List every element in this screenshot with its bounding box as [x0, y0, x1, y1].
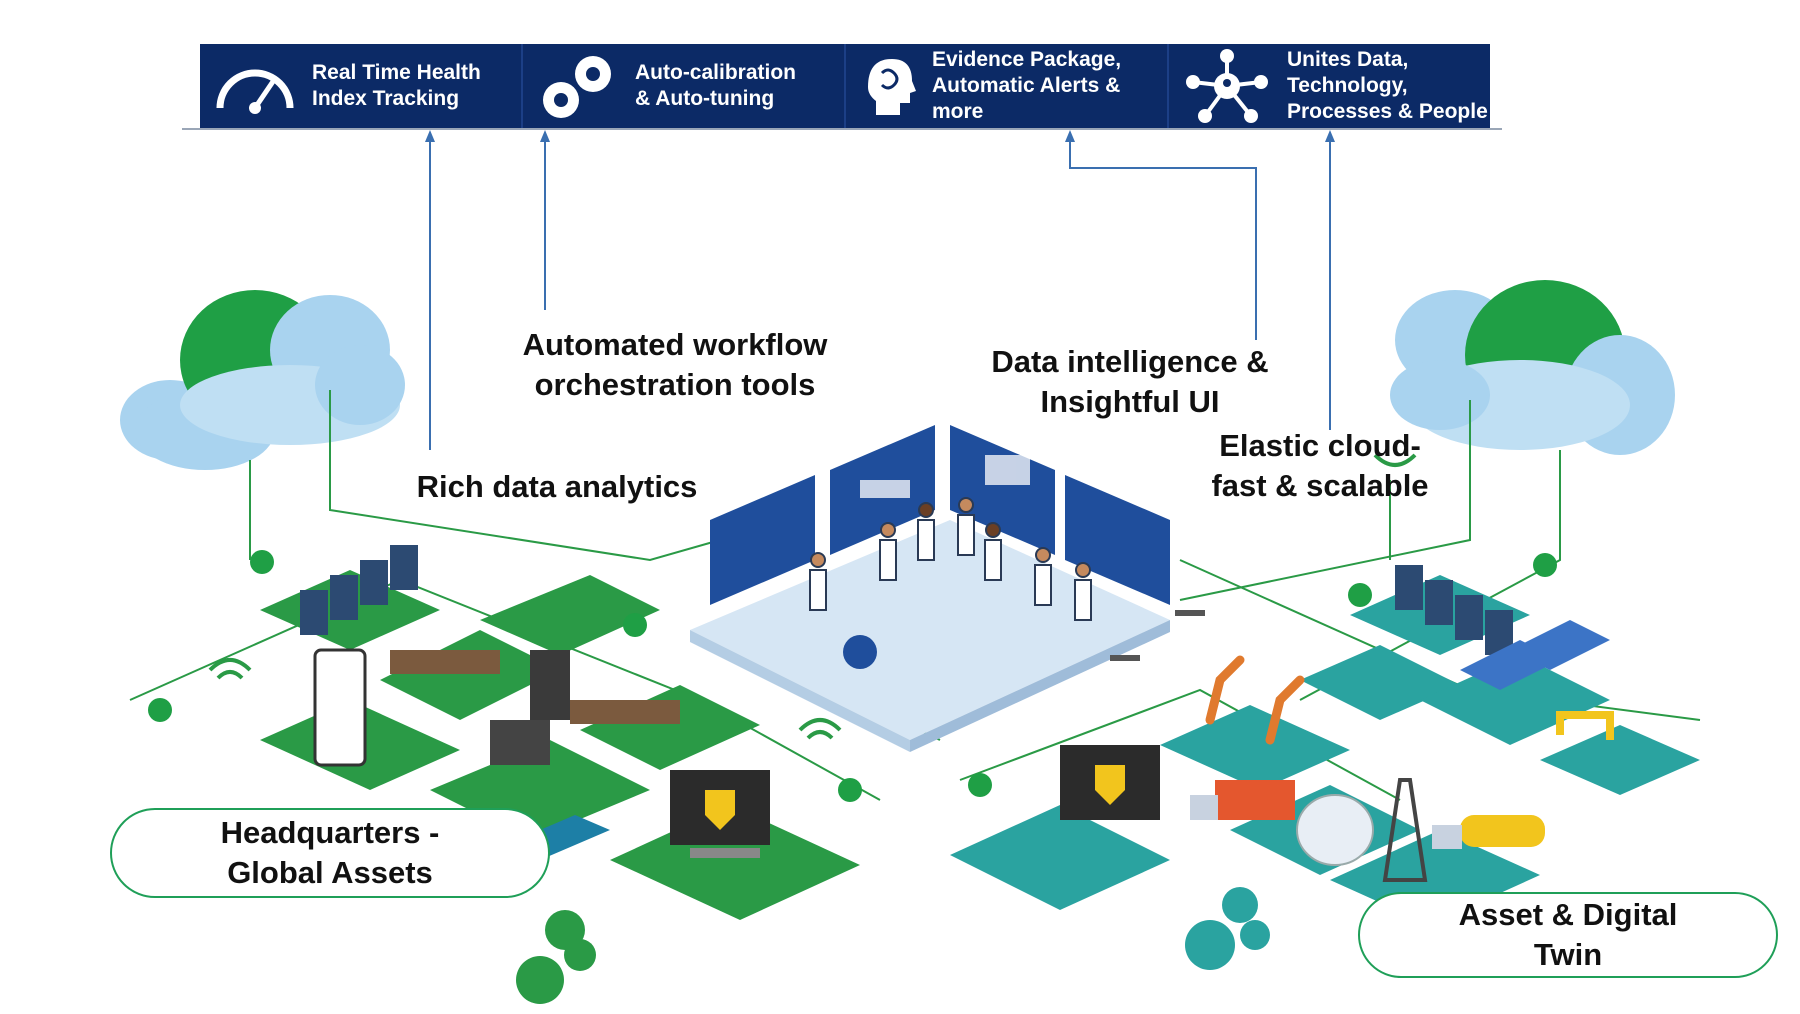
capabilities-banner: Real Time Health Index Tracking Auto-cal…: [200, 44, 1490, 128]
label-intelligence: Data intelligence & Insightful UI: [991, 344, 1269, 419]
screen-world-map: [710, 475, 815, 605]
arrowhead: [1065, 130, 1075, 142]
banner-item-label: Evidence Package, Automatic Alerts & mor…: [932, 48, 1122, 123]
connector-arrowheads: [425, 130, 1335, 142]
banner-item-unites-data: Unites Data, Technology, Processes & Peo…: [1169, 44, 1490, 128]
label-workflow: Automated workflow orchestration tools: [522, 327, 828, 402]
gears-teal-icon: [1185, 887, 1270, 970]
banner-item-evidence-package: Evidence Package, Automatic Alerts & mor…: [846, 44, 1169, 128]
arrowhead: [425, 130, 435, 142]
sync-icons: [148, 550, 1557, 802]
control-room: [690, 425, 1170, 752]
storage-tank-icon: [1296, 794, 1374, 866]
cloud-right-icon: [1390, 280, 1675, 455]
banner-item-label: Auto-calibration & Auto-tuning: [635, 61, 796, 110]
laptop-icon: [490, 720, 550, 765]
desks-left: [390, 650, 680, 724]
gears-green-icon: [516, 910, 596, 1004]
wifi-icons: [208, 453, 1417, 740]
label-cloud: Elastic cloud- fast & scalable: [1211, 428, 1429, 503]
solar-panels-icon: [1460, 620, 1610, 690]
engineers: [809, 497, 1092, 621]
pill-digital-twin: Asset & Digital Twin: [1358, 892, 1778, 978]
tanker-truck-icon: [1432, 815, 1545, 849]
oil-rig-icon: [1382, 778, 1428, 882]
banner-item-auto-calibration: Auto-calibration & Auto-tuning: [523, 44, 846, 128]
robot-arm-icon: [1205, 655, 1305, 745]
arrowhead: [1325, 130, 1335, 142]
truck-icon: [1190, 780, 1295, 820]
pill-headquarters: Headquarters - Global Assets: [110, 808, 550, 898]
network-people-icon: [1186, 49, 1268, 123]
banner-baseline: [182, 128, 1502, 130]
connector-intelligence: [1069, 140, 1257, 340]
monitor-shield-right-icon: [1060, 745, 1160, 820]
speedometer-icon: [216, 69, 294, 114]
pipes-icon: [1556, 711, 1614, 740]
server-cabinet-icon: [530, 650, 570, 720]
banner-item-label: Unites Data, Technology, Processes & Peo…: [1287, 48, 1488, 123]
arrowhead: [540, 130, 550, 142]
brain-head-icon: [868, 59, 916, 115]
tablet-report-icon: [313, 648, 367, 767]
clock-24-7-icon: [843, 635, 877, 669]
server-racks-left-icon: [300, 545, 418, 635]
banner-item-label: Real Time Health Index Tracking: [312, 61, 481, 110]
screen-factory: [1065, 475, 1170, 605]
monitor-shield-left-icon: [670, 770, 770, 858]
banner-item-health-index: Real Time Health Index Tracking: [200, 44, 523, 128]
gears-icon: [543, 56, 611, 118]
screen-cloud-dashboard: [950, 425, 1055, 555]
label-analytics: Rich data analytics: [416, 469, 698, 504]
cloud-left-icon: [120, 290, 405, 470]
drones-icon: [1110, 610, 1205, 661]
connector-lines: [429, 140, 1331, 450]
